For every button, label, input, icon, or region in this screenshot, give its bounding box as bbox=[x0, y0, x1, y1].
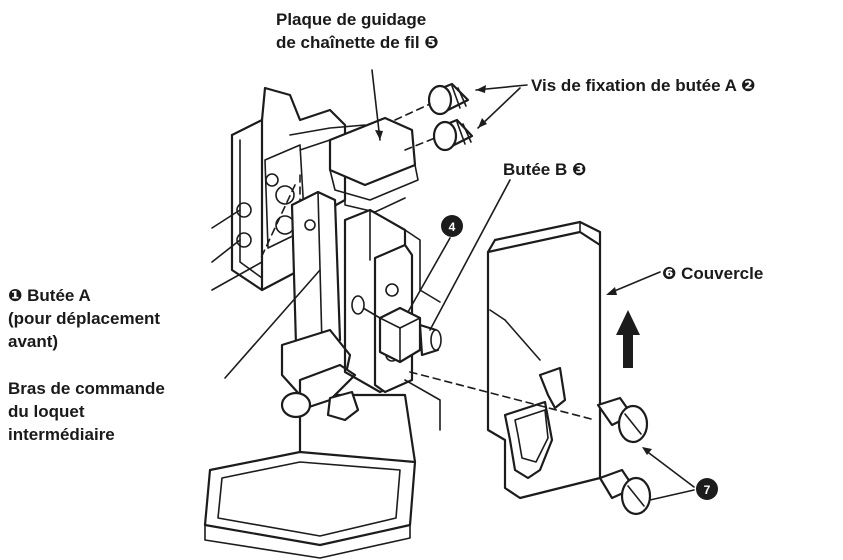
label-stop-a: ❶ Butée A (pour déplacement avant) bbox=[8, 284, 160, 353]
upward-arrow-icon bbox=[616, 310, 640, 368]
label-line: (pour déplacement bbox=[8, 309, 161, 328]
hidden-line bbox=[409, 371, 596, 421]
thread-chain-guide-plate bbox=[289, 116, 419, 213]
label-latch-control-lever: Bras de commande du loquet intermédiaire bbox=[8, 377, 165, 446]
base-plate bbox=[203, 393, 417, 559]
cover-screws bbox=[596, 396, 652, 516]
stop-a-screws bbox=[394, 82, 474, 152]
callout-4: 4 bbox=[441, 215, 463, 237]
label-stop-a-screws: Vis de fixation de butée A ❷ bbox=[531, 76, 756, 95]
svg-text:4: 4 bbox=[449, 220, 456, 234]
label-line: avant) bbox=[8, 332, 59, 351]
label-thread-chain-guide-plate: Plaque de guidage de chaînette de fil ❺ bbox=[276, 8, 439, 54]
label-stop-b: Butée B ❸ bbox=[503, 160, 587, 179]
label-line: ❶ Butée A bbox=[8, 286, 91, 305]
label-cover: ❻ Couvercle bbox=[662, 264, 764, 283]
label-line: de chaînette de fil ❺ bbox=[276, 33, 439, 52]
label-line: Bras de commande bbox=[8, 379, 165, 398]
label-line: intermédiaire bbox=[8, 425, 115, 444]
svg-text:7: 7 bbox=[704, 483, 711, 497]
callout-7: 7 bbox=[696, 478, 718, 500]
label-line: du loquet bbox=[8, 402, 85, 421]
stop-b-part bbox=[351, 289, 442, 364]
label-line: Plaque de guidage bbox=[276, 10, 427, 29]
leader-lines bbox=[211, 69, 695, 501]
latch-control-lever bbox=[280, 190, 360, 422]
cover-panel bbox=[486, 220, 602, 500]
